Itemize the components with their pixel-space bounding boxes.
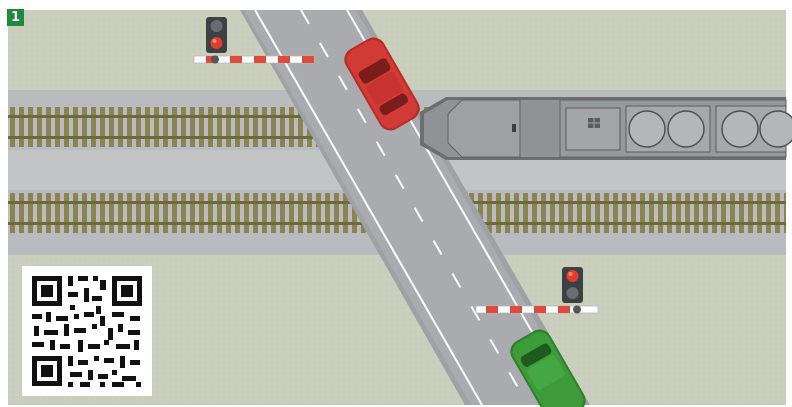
top-signal bbox=[206, 17, 227, 53]
bottom-signal bbox=[562, 267, 583, 303]
qr-code-icon[interactable] bbox=[22, 266, 152, 396]
top-barrier bbox=[193, 55, 315, 64]
green-car bbox=[510, 329, 586, 407]
bottom-barrier bbox=[475, 305, 599, 314]
figure-number-badge: 1 bbox=[7, 9, 24, 26]
red-car bbox=[344, 37, 420, 131]
locomotive bbox=[420, 97, 792, 160]
